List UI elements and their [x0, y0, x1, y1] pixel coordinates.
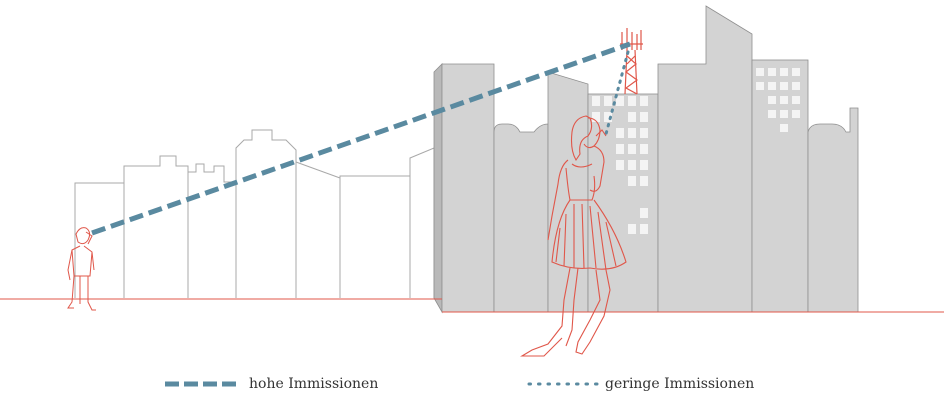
high-immission-dashed-line	[91, 41, 631, 236]
legend-low-immission: geringe Immissionen	[527, 374, 754, 394]
right-person-on-phone	[520, 115, 627, 357]
high-buildings	[433, 5, 859, 314]
low-buildings	[74, 129, 435, 298]
legend-label-high: hohe Immissionen	[249, 376, 379, 392]
left-person-on-phone	[67, 227, 96, 311]
legend-high-immission: hohe Immissionen	[165, 374, 378, 394]
low-immission-dotted-line	[604, 50, 630, 136]
dashed-line-swatch	[165, 381, 237, 387]
ground-line	[0, 298, 944, 313]
signal-lines	[91, 41, 631, 236]
cell-tower-antenna	[620, 28, 643, 95]
legend-label-low: geringe Immissionen	[605, 376, 755, 392]
dotted-line-swatch	[527, 382, 599, 386]
